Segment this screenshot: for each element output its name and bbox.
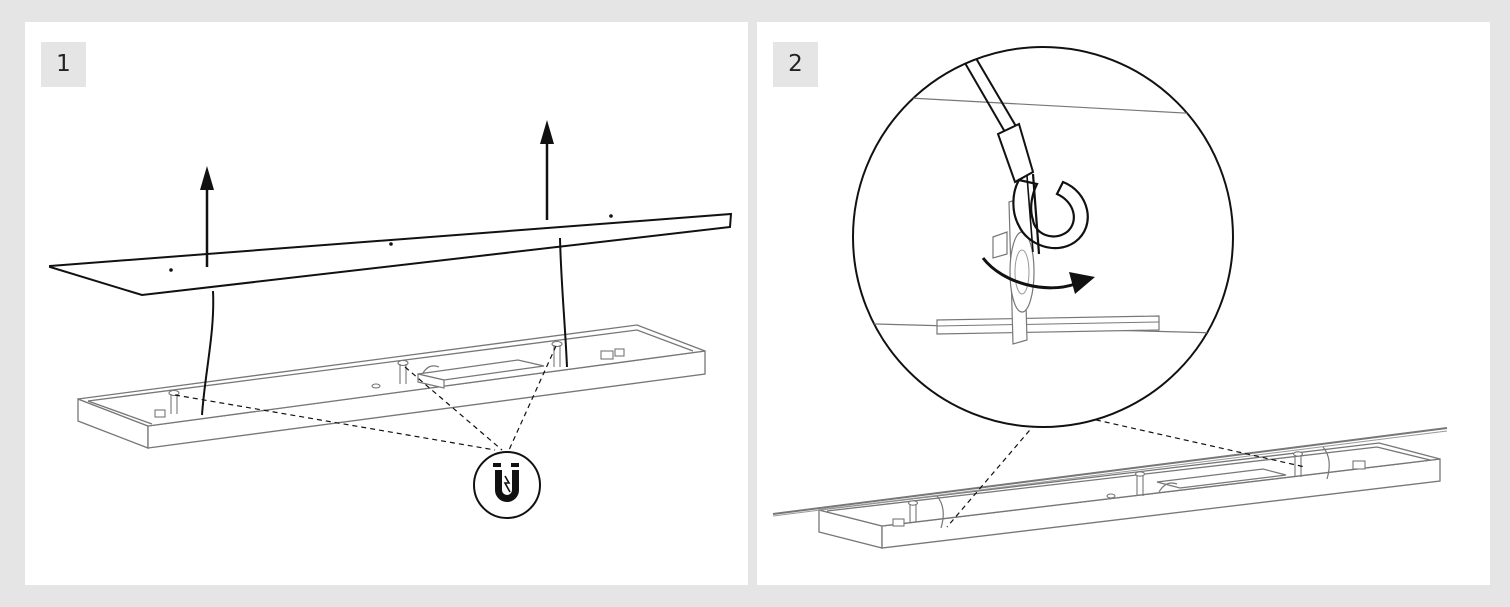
- arrow-up-icon: [200, 166, 214, 267]
- detail-magnifier: [852, 46, 1234, 428]
- magnet-leader-lines: [174, 345, 557, 451]
- detail-leader-lines: [946, 409, 1306, 528]
- screw-2: [1106, 471, 1146, 499]
- safety-cable-right: [559, 237, 568, 368]
- cover-plate-edge: [772, 427, 1448, 515]
- mounting-clip: [1322, 446, 1330, 480]
- plate-hole: [169, 268, 173, 272]
- fixture-channel: [818, 442, 1441, 549]
- driver-box: [417, 359, 545, 389]
- magnet-screw-3: [551, 340, 625, 367]
- cover-plate: [49, 212, 733, 297]
- step-1-panel: 1: [25, 22, 748, 585]
- rotate-arrow-icon: [981, 257, 1095, 294]
- mounting-clip: [936, 495, 944, 529]
- magnet-icon: [473, 451, 541, 519]
- step-1-illustration: [49, 120, 733, 519]
- magnet-screw-1: [154, 389, 180, 418]
- arrow-up-icon: [540, 120, 554, 220]
- fixture-channel: [77, 324, 706, 449]
- step-2-illustration: [772, 46, 1448, 549]
- screw-1: [892, 500, 919, 527]
- step-1-number: 1: [41, 42, 86, 87]
- safety-cable-left: [201, 290, 215, 416]
- driver-box: [1156, 468, 1287, 493]
- step-2-number: 2: [773, 42, 818, 87]
- plate-hole: [389, 242, 393, 246]
- step-2-panel: 2: [757, 22, 1490, 585]
- plate-hole: [609, 214, 613, 218]
